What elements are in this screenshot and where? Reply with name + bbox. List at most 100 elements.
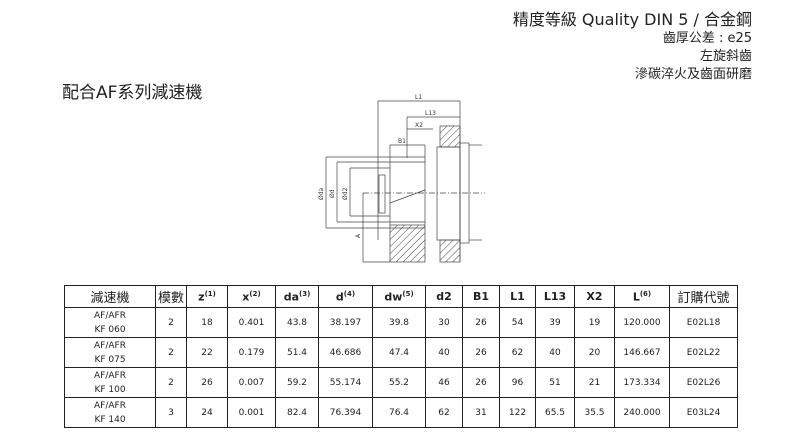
reducer-cell: AF/AFR KF 075 [64,337,156,368]
table-cell: 0.401 [227,307,276,338]
header-footnote: (4) [343,289,356,298]
table-cell: 40 [425,337,463,368]
label-x2: X2 [415,122,423,129]
reducer-cell: AF/AFR KF 100 [64,367,156,398]
table-cell: 65.5 [535,397,575,428]
reducer-model: AF/AFR [94,340,126,351]
table-cell: 51.4 [275,337,319,368]
table-cell: 2 [155,367,187,398]
table-cell: 18 [186,307,228,338]
table-cell: E02L18 [669,307,738,338]
page-title: 配合AF系列減速機 [62,83,203,103]
table-cell: 240.000 [614,397,670,428]
table-cell: 20 [574,337,615,368]
table-cell: 0.007 [227,367,276,398]
table-cell: 26 [186,367,228,398]
column-header: 減速機 [64,285,156,308]
reducer-model: AF/AFR [94,310,126,321]
header-footnote: (5) [402,289,414,298]
table-cell: 82.4 [275,397,319,428]
table-cell: E03L24 [669,397,738,428]
header-footnote: (6) [639,289,652,298]
technical-drawing: L1 L13 X2 B1 Øda Ød Ød2 A [318,94,485,263]
label-d2: Ød2 [342,187,349,200]
table-cell: 39 [535,307,575,338]
header-label: L13 [543,290,567,303]
table-cell: E02L22 [669,337,738,368]
table-cell: 46.686 [318,337,373,368]
header-footnote: (1) [204,289,216,298]
label-a: A [355,233,362,238]
table-cell: 46 [425,367,463,398]
table-cell: 26 [462,337,500,368]
header-footnote: (3) [299,289,311,298]
table-cell: 59.2 [275,367,319,398]
reducer-model: KF 075 [94,354,126,365]
label-b1: B1 [398,138,406,145]
column-header: x(2) [227,285,276,308]
header-label: 模數 [157,291,184,306]
table-cell: 0.179 [227,337,276,368]
table-cell: 55.174 [318,367,373,398]
helix-spec: 左旋斜齒 [699,49,752,64]
header-label: z [198,290,205,304]
header-label: d [335,290,344,304]
label-da: Øda [318,187,325,200]
quality-spec: 精度等級 Quality DIN 5 / 合金鋼 [512,10,752,29]
reducer-model: KF 060 [94,324,126,335]
column-header: B1 [462,285,500,308]
header-label: 減速機 [90,291,130,306]
table-cell: 120.000 [614,307,670,338]
table-cell: 35.5 [574,397,615,428]
table-cell: 173.334 [614,367,670,398]
table-cell: 40 [535,337,575,368]
reducer-model: AF/AFR [94,370,126,381]
column-header: L1 [499,285,536,308]
table-cell: 0.001 [227,397,276,428]
column-header: da(3) [275,285,319,308]
table-cell: 43.8 [275,307,319,338]
column-header: L(6) [614,285,670,308]
table-cell: 76.4 [372,397,426,428]
table-cell: 55.2 [372,367,426,398]
column-header: 訂購代號 [669,285,738,308]
table-cell: 30 [425,307,463,338]
table-cell: 51 [535,367,575,398]
table-cell: 39.8 [372,307,426,338]
table-cell: 47.4 [372,337,426,368]
tolerance-spec: 齒厚公差 : e25 [662,31,752,46]
table-cell: 146.667 [614,337,670,368]
reducer-cell: AF/AFR KF 060 [64,307,156,338]
table-cell: 38.197 [318,307,373,338]
table-cell: 2 [155,307,187,338]
header-label: X2 [586,290,603,303]
table-cell: 2 [155,337,187,368]
label-l1: L1 [415,94,422,101]
header-label: x [242,290,250,304]
treatment-spec: 滲碳淬火及齒面研磨 [634,67,752,82]
table-cell: 76.394 [318,397,373,428]
label-l13: L13 [425,110,436,117]
header-label: L1 [510,290,525,303]
table-cell: E02L26 [669,367,738,398]
table-cell: 21 [574,367,615,398]
reducer-model: KF 100 [94,384,126,395]
header-label: d2 [436,290,452,303]
column-header: d2 [425,285,463,308]
table-cell: 3 [155,397,187,428]
column-header: d(4) [318,285,373,308]
table-cell: 62 [499,337,536,368]
table-cell: 26 [462,307,500,338]
header-label: L [632,290,640,304]
table-cell: 122 [499,397,536,428]
table-cell: 22 [186,337,228,368]
table-cell: 31 [462,397,500,428]
reducer-model: AF/AFR [94,400,126,411]
column-header: X2 [574,285,615,308]
table-cell: 26 [462,367,500,398]
